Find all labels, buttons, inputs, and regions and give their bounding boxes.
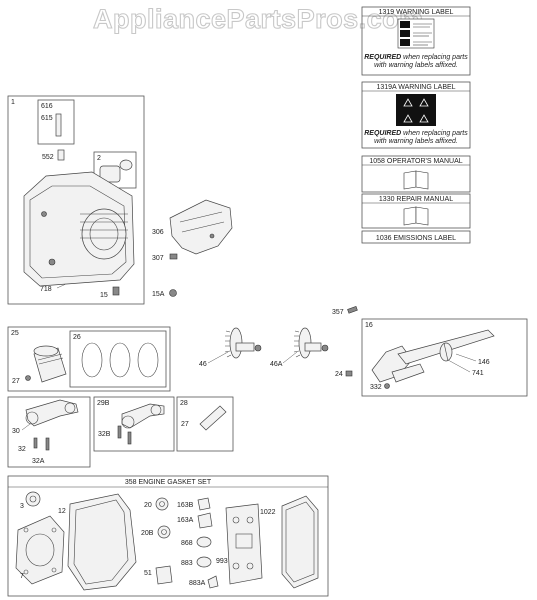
part-label-883: 883 <box>181 560 193 567</box>
part-label-552: 552 <box>42 154 54 161</box>
part-label-20: 20 <box>144 502 152 509</box>
part-label-1: 1 <box>11 99 15 106</box>
part-label-883A: 883A <box>189 580 206 587</box>
part-label-163B: 163B <box>177 502 194 509</box>
operators-manual-1058[interactable]: 1058 OPERATOR'S MANUAL <box>361 155 471 193</box>
part-label-28: 28 <box>180 400 188 407</box>
piston-pin[interactable] <box>199 405 227 431</box>
part-label-2: 2 <box>97 155 101 162</box>
part-label-307: 307 <box>152 255 164 262</box>
part-label-741: 741 <box>472 370 484 377</box>
part-label-357: 357 <box>332 309 344 316</box>
breather-subbox <box>37 99 75 145</box>
warning-label-1319A-note-2: with warning labels affixed. <box>374 138 458 145</box>
repair-manual-1330[interactable]: 1330 REPAIR MANUAL <box>361 193 471 229</box>
crankshaft-group[interactable]: 16 146 741 332 <box>361 318 528 397</box>
piston-pin-group[interactable]: 28 27 <box>176 396 234 452</box>
part-label-27-piston: 27 <box>12 378 20 385</box>
connecting-rod-group[interactable]: 30 32 32A <box>7 396 91 468</box>
part-label-615: 615 <box>41 115 53 122</box>
part-label-32B: 32B <box>98 431 111 438</box>
part-label-7: 7 <box>20 573 24 580</box>
book-icon <box>403 170 429 190</box>
warning-label-1319-note-2: with warning labels affixed. <box>374 62 458 69</box>
part-label-12: 12 <box>58 508 66 515</box>
part-label-616: 616 <box>41 103 53 110</box>
part-label-20B: 20B <box>141 530 154 537</box>
part-label-30: 30 <box>12 428 20 435</box>
oil-seal[interactable] <box>25 491 41 507</box>
cylinder-sleeve[interactable] <box>99 165 121 183</box>
crankcase-gasket[interactable] <box>67 493 137 591</box>
part-label-32: 32 <box>18 446 26 453</box>
part-label-146: 146 <box>478 359 490 366</box>
part-label-306: 306 <box>152 229 164 236</box>
watermark-text: AppliancePartsPros.com <box>93 4 424 34</box>
part-label-25: 25 <box>11 330 19 337</box>
key-357[interactable] <box>347 306 358 314</box>
warning-label-1319A-note-1: REQUIRED when replacing parts <box>364 130 468 137</box>
part-label-1022: 1022 <box>260 509 276 516</box>
part-label-24: 24 <box>335 371 343 378</box>
intake-gasket[interactable] <box>225 503 263 585</box>
part-label-3: 3 <box>20 503 24 510</box>
connecting-rod-29B-group[interactable]: 29B 32B <box>93 396 175 452</box>
part-label-332: 332 <box>370 384 382 391</box>
warning-label-1319A-title: 1319A WARNING LABEL <box>376 84 455 91</box>
crankcase-body[interactable] <box>23 171 135 287</box>
key-24[interactable] <box>345 370 353 377</box>
part-label-46A: 46A <box>270 361 283 368</box>
warning-label-1319-note-1: REQUIRED when replacing parts <box>364 54 468 61</box>
part-label-718: 718 <box>40 286 52 293</box>
warning-sticker-dark-icon <box>396 94 436 126</box>
part-label-993: 993 <box>216 558 228 565</box>
piston-ring-2[interactable] <box>109 342 131 378</box>
cylinder-head-gasket[interactable] <box>15 515 65 585</box>
cylinder-shield-306[interactable] <box>169 199 233 255</box>
gasket-set-title: 358 ENGINE GASKET SET <box>125 479 212 486</box>
camshaft-46A[interactable] <box>293 327 329 359</box>
part-label-46: 46 <box>199 361 207 368</box>
piston-ring-3[interactable] <box>137 342 159 378</box>
part-label-29B: 29B <box>97 400 110 407</box>
part-label-868: 868 <box>181 540 193 547</box>
warning-label-1319[interactable]: 1319 WARNING LABEL REQUIRED when replaci… <box>361 6 471 76</box>
part-label-51: 51 <box>144 570 152 577</box>
emissions-label-1036[interactable]: 1036 EMISSIONS LABEL <box>361 230 471 244</box>
screw-307[interactable] <box>169 253 178 260</box>
drain-plug-15A[interactable] <box>169 289 177 297</box>
part-label-27-pin: 27 <box>181 421 189 428</box>
camshaft-46[interactable] <box>224 327 262 359</box>
warning-label-1319A[interactable]: 1319A WARNING LABEL REQUIRED when replac… <box>361 81 471 149</box>
repair-manual-1330-title: 1330 REPAIR MANUAL <box>379 196 453 203</box>
part-label-15A: 15A <box>152 291 165 298</box>
drain-plug[interactable] <box>112 286 120 296</box>
operators-manual-1058-title: 1058 OPERATOR'S MANUAL <box>369 158 462 165</box>
part-label-26: 26 <box>73 334 81 341</box>
crankcase-group[interactable]: 1 616 615 552 2 718 15 <box>7 95 145 305</box>
dowel-pin[interactable] <box>57 149 65 161</box>
piston-ring-1[interactable] <box>81 342 103 378</box>
part-label-32A: 32A <box>32 458 45 465</box>
warning-label-1319-title: 1319 WARNING LABEL <box>379 9 454 16</box>
part-label-16: 16 <box>365 322 373 329</box>
emissions-label-1036-title: 1036 EMISSIONS LABEL <box>376 235 456 242</box>
piston-group[interactable]: 25 27 26 <box>7 326 171 392</box>
piston-rings-subbox <box>69 330 167 388</box>
breather-tube[interactable] <box>55 113 62 137</box>
valve-cover-gasket[interactable] <box>281 495 319 589</box>
gasket-set-group[interactable]: 358 ENGINE GASKET SET 3 7 12 20 163B 163… <box>7 475 329 597</box>
part-label-15-crankcase: 15 <box>100 292 108 299</box>
part-label-163A: 163A <box>177 517 194 524</box>
book-icon <box>403 206 429 226</box>
